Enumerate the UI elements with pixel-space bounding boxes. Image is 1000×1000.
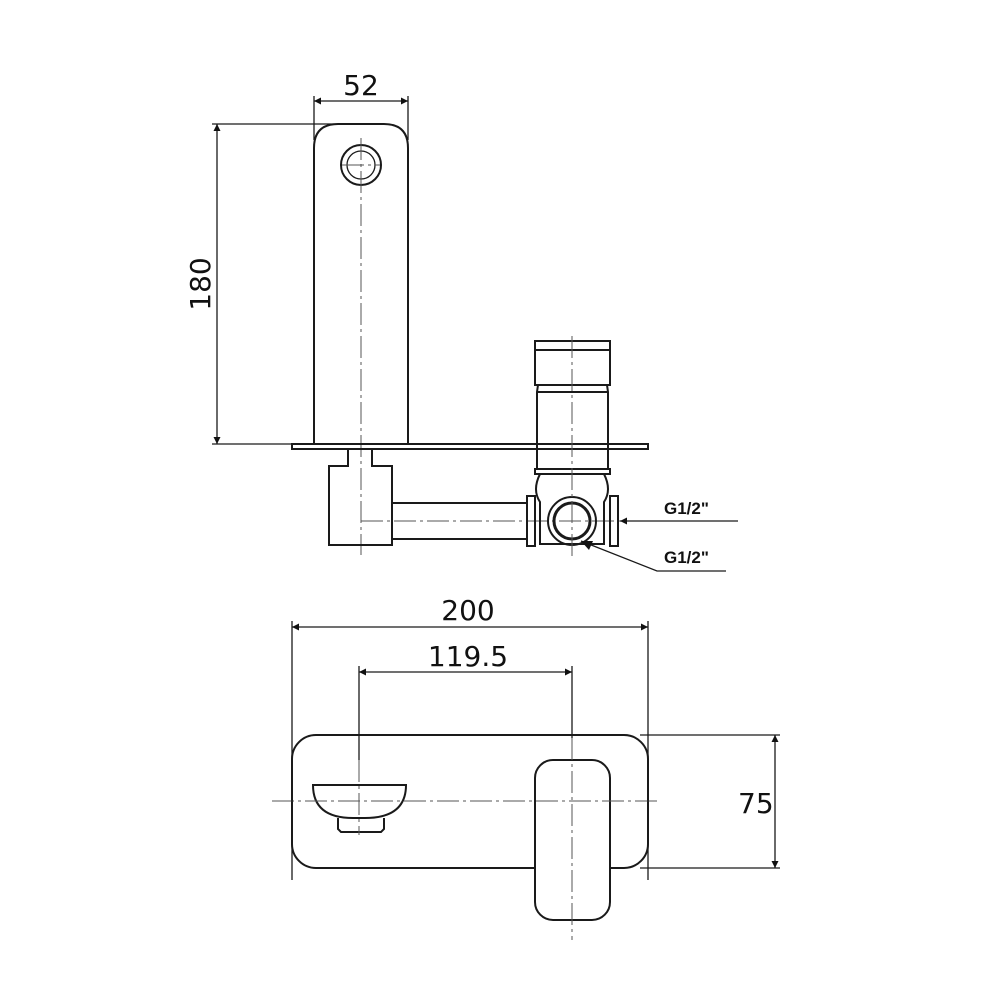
spout-nozzle xyxy=(337,818,385,833)
spout-connector xyxy=(328,449,393,546)
wall-plate xyxy=(291,443,649,450)
inlet-bottom-leader xyxy=(580,540,726,572)
dim-200-value: 200 xyxy=(441,594,494,627)
inlet-bottom-label: G1/2" xyxy=(664,548,709,567)
dim-75-value: 75 xyxy=(738,787,774,820)
spout-body xyxy=(313,123,409,444)
spout-outlet-front xyxy=(311,784,408,819)
dim-52-value: 52 xyxy=(343,69,379,102)
valve-body xyxy=(526,336,619,556)
connecting-pipe xyxy=(392,502,527,540)
dim-119-value: 119.5 xyxy=(428,640,508,673)
inlet-side-label: G1/2" xyxy=(664,499,709,518)
side-view: G1/2" G1/2" 52 180 xyxy=(184,69,738,572)
front-view: 200 119.5 75 xyxy=(272,594,780,940)
dim-180-value: 180 xyxy=(184,257,217,310)
inlet-bottom-arrow xyxy=(581,541,593,550)
